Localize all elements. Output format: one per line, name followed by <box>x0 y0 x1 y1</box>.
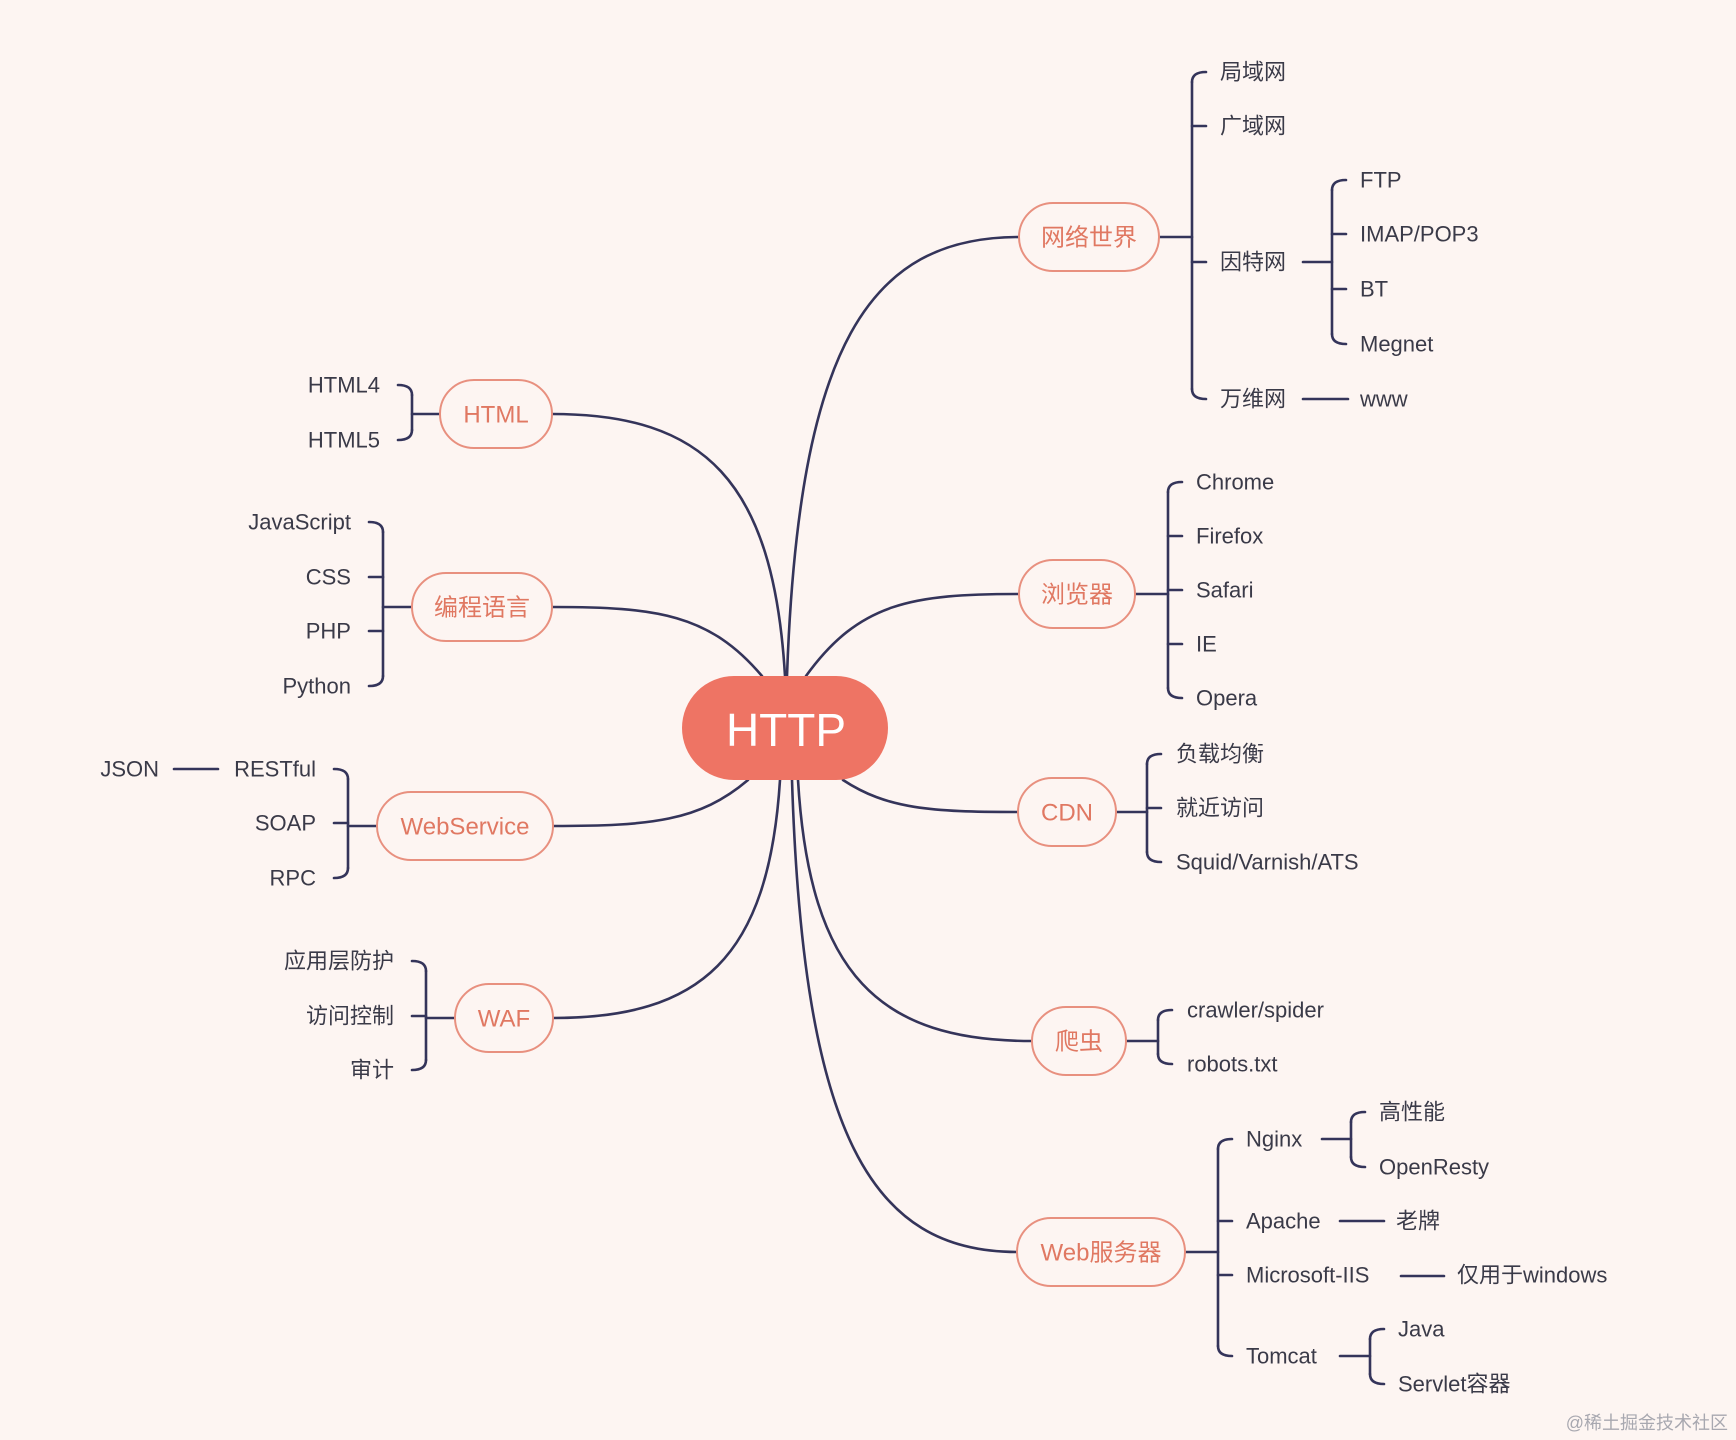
leaf-browser-chrome: Chrome <box>1196 470 1274 495</box>
brace-waf-tick-2 <box>410 1058 428 1072</box>
connector-html <box>550 412 787 678</box>
leaf-cdn-0: 负载均衡 <box>1176 742 1264 767</box>
leaf-webservice-restful: RESTful <box>234 757 316 782</box>
leaf-restful-json: JSON <box>100 757 159 782</box>
brace-webserver-tick-3 <box>1216 1344 1234 1358</box>
brace-browser-tick-4 <box>1166 686 1184 700</box>
brace-cdn-tick-0 <box>1145 752 1163 766</box>
leaf-webserver-tomcat: Tomcat <box>1246 1344 1317 1369</box>
brace-webserver-tick-0 <box>1216 1137 1234 1151</box>
leaf-crawler-robots-txt: robots.txt <box>1187 1052 1277 1077</box>
connector-webserver <box>790 778 1019 1254</box>
branch-label-waf: WAF <box>478 1006 530 1033</box>
leaf-lang-php: PHP <box>306 619 351 644</box>
leaf-html-html5: HTML5 <box>308 428 380 453</box>
branch-label-lang: 编程语言 <box>434 595 530 622</box>
leaf-network-3: 万维网 <box>1220 387 1286 412</box>
branch-node-browser[interactable] <box>1018 559 1136 629</box>
branch-label-browser: 浏览器 <box>1041 582 1113 609</box>
branch-node-cdn[interactable] <box>1017 777 1117 847</box>
brace-crawler-tick-1 <box>1156 1052 1174 1066</box>
leaf-tomcat-1: Servlet容器 <box>1398 1372 1510 1397</box>
leaf-webservice-soap: SOAP <box>255 811 316 836</box>
leaf-internet-bt: BT <box>1360 277 1388 302</box>
brace-cdn-tick-2 <box>1145 850 1163 864</box>
branch-node-waf[interactable] <box>454 983 554 1053</box>
leaf-tomcat-0: Java <box>1398 1317 1445 1342</box>
connector-waf <box>551 778 782 1020</box>
leaf-network-2: 因特网 <box>1220 250 1286 275</box>
branch-label-cdn: CDN <box>1041 800 1093 827</box>
leaf-waf-2: 审计 <box>350 1058 394 1083</box>
brace-html-tick-1 <box>396 428 414 442</box>
leaf-browser-ie: IE <box>1196 632 1217 657</box>
branch-node-webserver[interactable] <box>1016 1217 1186 1287</box>
brace-waf-tick-0 <box>410 959 428 973</box>
leaf-lang-python: Python <box>283 674 352 699</box>
branch-label-network: 网络世界 <box>1041 225 1137 252</box>
leaf-internet-ftp: FTP <box>1360 168 1402 193</box>
leaf-webserver-microsoft-iis: Microsoft-IIS <box>1246 1263 1369 1288</box>
branch-label-html: HTML <box>463 402 528 429</box>
leaf-nginx-1: OpenResty <box>1379 1155 1489 1180</box>
brace-browser-tick-0 <box>1166 480 1184 494</box>
leaf-cdn-1: 就近访问 <box>1176 796 1264 821</box>
leaf-internet-megnet: Megnet <box>1360 332 1433 357</box>
branch-label-webserver: Web服务器 <box>1041 1240 1162 1267</box>
branch-label-crawler: 爬虫 <box>1055 1029 1103 1056</box>
leaf-webserver-nginx: Nginx <box>1246 1127 1302 1152</box>
connector-cdn <box>841 778 1020 814</box>
branch-node-lang[interactable] <box>411 572 553 642</box>
connector-crawler <box>796 778 1034 1043</box>
brace-tomcat-tick-0 <box>1368 1327 1386 1341</box>
connector-browser <box>804 592 1021 678</box>
leaf-internet-imap-pop3: IMAP/POP3 <box>1360 222 1479 247</box>
leaf-browser-opera: Opera <box>1196 686 1258 711</box>
brace-webservice-tick-0 <box>332 767 350 781</box>
branch-node-html[interactable] <box>439 379 553 449</box>
leaf-network-0: 局域网 <box>1220 60 1286 85</box>
brace-internet-tick-3 <box>1330 332 1348 346</box>
branch-label-webservice: WebService <box>401 814 530 841</box>
brace-internet-tick-0 <box>1330 178 1348 192</box>
center-label: HTTP <box>726 704 846 756</box>
brace-webservice-tick-2 <box>332 866 350 880</box>
leaf-apache-note: 老牌 <box>1396 1209 1440 1234</box>
leaf-nginx-0: 高性能 <box>1379 1100 1445 1125</box>
brace-tomcat-tick-1 <box>1368 1372 1386 1386</box>
brace-html-tick-0 <box>396 383 414 397</box>
leaf-waf-0: 应用层防护 <box>284 949 394 974</box>
branch-node-webservice[interactable] <box>376 791 554 861</box>
leaf-html-html4: HTML4 <box>308 373 380 398</box>
brace-nginx-tick-1 <box>1349 1155 1367 1169</box>
brace-crawler-tick-0 <box>1156 1008 1174 1022</box>
brace-network-tick-0 <box>1190 70 1208 84</box>
leaf-browser-safari: Safari <box>1196 578 1253 603</box>
leaf-webservice-rpc: RPC <box>270 866 317 891</box>
connector-lang <box>550 605 764 678</box>
leaf-network-1: 广域网 <box>1220 114 1286 139</box>
leaf-lang-css: CSS <box>306 565 351 590</box>
leaf-www: www <box>1359 387 1408 412</box>
leaf-lang-javascript: JavaScript <box>248 510 351 535</box>
leaf-iis-note: 仅用于windows <box>1457 1263 1607 1288</box>
brace-lang-tick-3 <box>367 674 385 688</box>
brace-lang-tick-0 <box>367 520 385 534</box>
connector-network <box>785 235 1021 678</box>
brace-network-tick-3 <box>1190 387 1208 401</box>
brace-nginx-tick-0 <box>1349 1110 1367 1124</box>
branch-node-crawler[interactable] <box>1031 1006 1127 1076</box>
connector-webservice <box>551 778 750 828</box>
center-node[interactable] <box>682 676 888 780</box>
branch-node-network[interactable] <box>1018 202 1160 272</box>
leaf-cdn-2: Squid/Varnish/ATS <box>1176 850 1359 875</box>
leaf-webserver-apache: Apache <box>1246 1209 1321 1234</box>
leaf-browser-firefox: Firefox <box>1196 524 1263 549</box>
watermark-text: @稀土掘金技术社区 <box>1566 1413 1728 1433</box>
leaf-crawler-crawler-spider: crawler/spider <box>1187 998 1324 1023</box>
leaf-waf-1: 访问控制 <box>306 1004 394 1029</box>
